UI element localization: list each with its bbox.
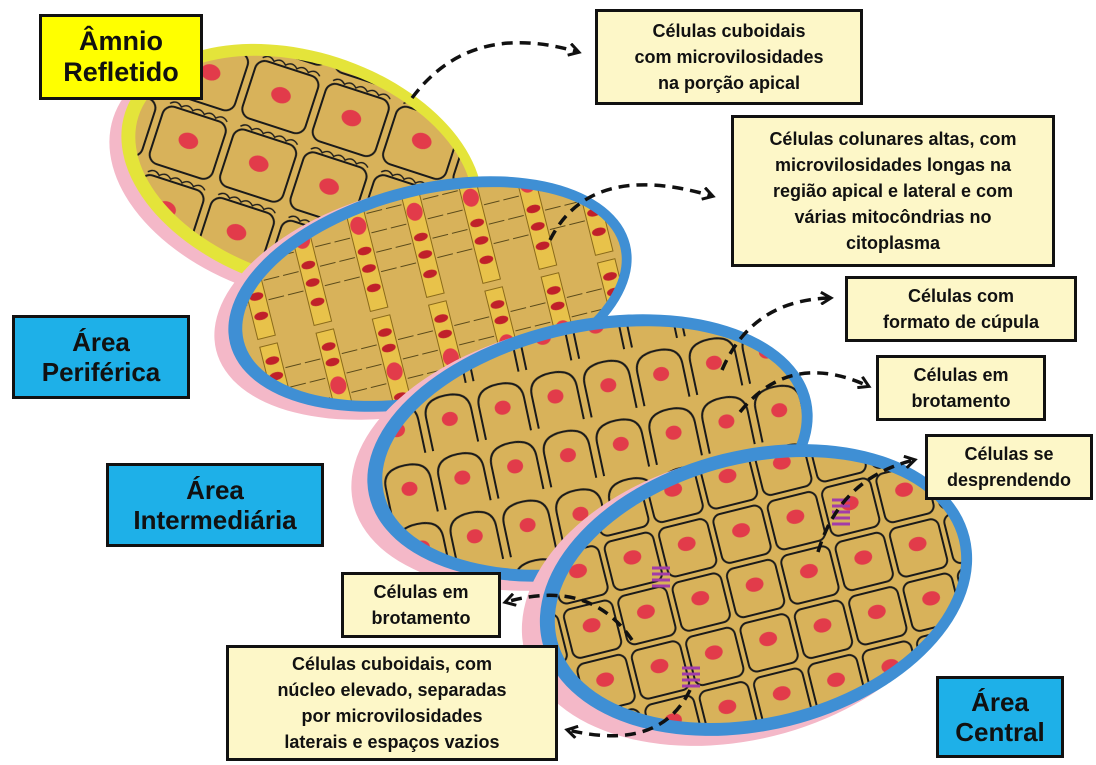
region-area-periferica: Área Periférica: [12, 315, 190, 399]
callout-cuboidais-microvilosidades: Células cuboidais com microvilosidades n…: [595, 9, 863, 105]
callout-formato-cupula: Células com formato de cúpula: [845, 276, 1077, 342]
callout-desprendendo: Células se desprendendo: [925, 434, 1093, 500]
callout-brotamento-direita: Células em brotamento: [876, 355, 1046, 421]
callout-brotamento-esquerda: Células em brotamento: [341, 572, 501, 638]
arrow-to-cuboidais: [412, 43, 578, 98]
callout-cuboidais-nucleo: Células cuboidais, com núcleo elevado, s…: [226, 645, 558, 761]
callout-colunares-altas: Células colunares altas, com microvilosi…: [731, 115, 1055, 267]
region-area-intermediaria: Área Intermediária: [106, 463, 324, 547]
region-amnio-refletido: Âmnio Refletido: [39, 14, 203, 100]
region-area-central: Área Central: [936, 676, 1064, 758]
